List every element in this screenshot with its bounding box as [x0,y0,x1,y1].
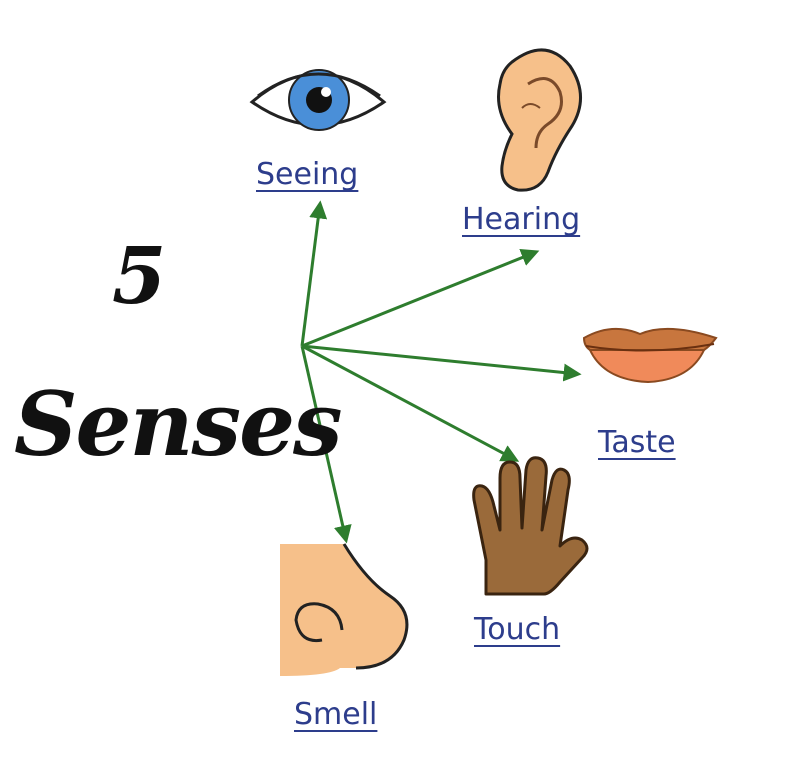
label-touch[interactable]: Touch [474,612,561,647]
arrow-to-seeing [300,200,328,347]
title-word: Senses [14,372,343,476]
hand-icon [472,456,589,596]
title-number: 5 [112,231,167,322]
label-smell[interactable]: Smell [294,697,378,732]
label-taste[interactable]: Taste [598,425,676,460]
arrow-to-hearing [301,249,540,348]
ear-icon [497,48,582,192]
arrow-to-touch [301,344,520,462]
arrow-to-smell [300,345,352,544]
label-seeing[interactable]: Seeing [256,157,359,192]
label-hearing[interactable]: Hearing [462,202,581,237]
eye-icon [249,69,387,131]
arrows [300,200,582,544]
arrow-to-taste [301,344,582,382]
nose-icon [280,543,409,676]
lips-icon [582,327,718,384]
